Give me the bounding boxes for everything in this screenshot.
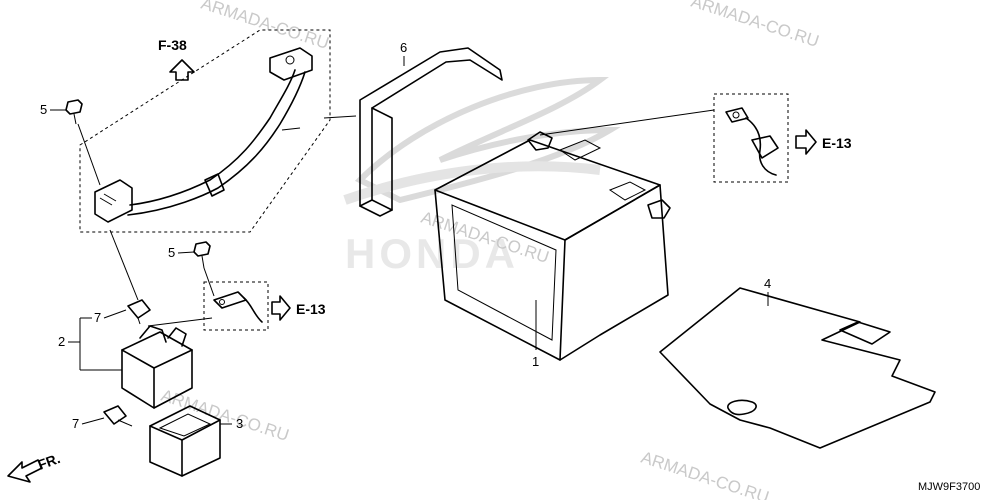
battery-1 (434, 131, 671, 361)
battery-band-6 (359, 47, 503, 217)
callout-2: 2 (58, 334, 65, 349)
callout-7-bottom: 7 (72, 416, 79, 431)
cable-assembly-middle (203, 281, 269, 331)
relay-cover-3 (149, 405, 221, 477)
callout-5-middle: 5 (168, 245, 175, 260)
dashed-box-middle (203, 281, 269, 331)
front-arrow-icon (7, 459, 43, 483)
watermark: ARMADA-CO.RU (689, 0, 822, 51)
dashed-box-right (713, 93, 789, 183)
callout-3: 3 (236, 416, 243, 431)
callout-6: 6 (400, 40, 407, 55)
diagram-code: MJW9F3700 (918, 481, 980, 493)
leader-line (323, 115, 357, 119)
callout-1: 1 (532, 354, 539, 369)
dashed-box-top-left (79, 29, 331, 233)
relay-2 (121, 325, 193, 409)
right-arrow-icon (795, 129, 817, 155)
bolt-5-middle (193, 241, 211, 269)
cable-assembly-right (713, 93, 789, 183)
callout-5-top: 5 (40, 102, 47, 117)
reference-f38: F-38 (158, 37, 187, 53)
honda-wing-logo: HONDA (343, 76, 621, 277)
reference-e13-right: E-13 (822, 135, 852, 151)
fuse-7-bottom (103, 405, 133, 427)
honda-logo-text: HONDA (345, 230, 519, 277)
cable-assembly-top (79, 29, 331, 233)
watermark: ARMADA-CO.RU (199, 0, 332, 53)
fuse-7-top (127, 299, 151, 325)
bolt-5-top (65, 99, 83, 125)
watermark: ARMADA-CO.RU (639, 448, 772, 500)
right-arrow-icon (271, 295, 291, 321)
front-label: FR. (36, 450, 63, 473)
reference-e13-middle: E-13 (296, 301, 326, 317)
up-arrow-icon (169, 59, 195, 81)
battery-pad-4 (659, 287, 936, 449)
callout-4: 4 (764, 276, 771, 291)
callout-7-top: 7 (94, 310, 101, 325)
